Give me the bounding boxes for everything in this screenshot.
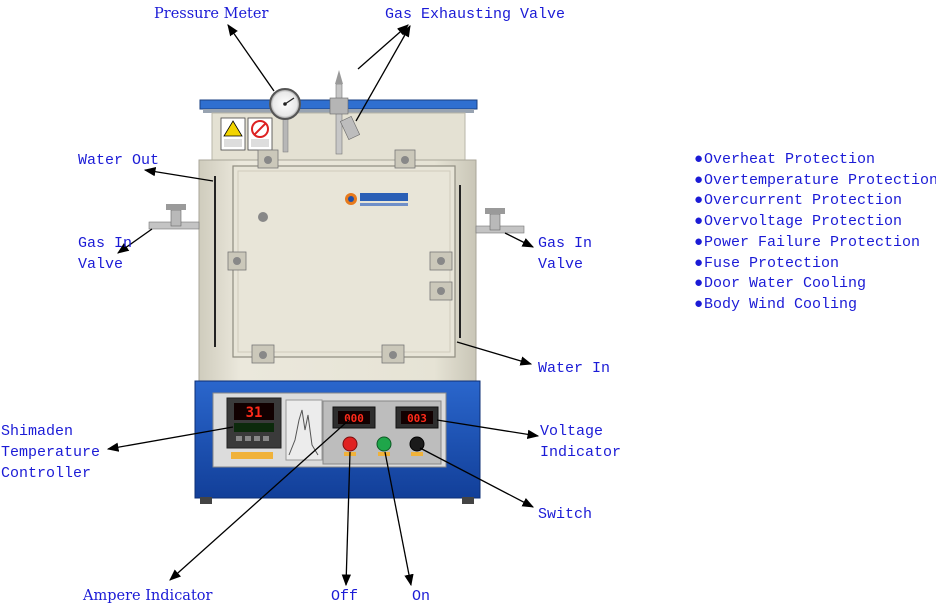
temperature-graph-plate (285, 399, 323, 461)
voltage-arrow (436, 419, 540, 439)
exhaust-arrow-2 (355, 24, 411, 122)
list-item: ●Fuse Protection (694, 254, 840, 272)
power-switch[interactable] (409, 436, 425, 452)
list-item: ●Overheat Protection (694, 151, 876, 168)
bullet-icon: ● (694, 171, 704, 189)
furnace-door (232, 165, 456, 358)
shimaden-controller-label: Shimaden Temperature Controller (1, 423, 101, 482)
bullet-icon: ● (694, 192, 704, 210)
furnace-illustration: 31 000 003 (148, 70, 525, 504)
water-in-label: Water In (538, 360, 611, 377)
temperature-controller: 31 (226, 397, 282, 459)
list-item: ●Overvoltage Protection (694, 213, 903, 231)
bullet-icon: ● (694, 295, 704, 313)
voltage-meter: 003 (395, 406, 439, 429)
controller-arrow (106, 426, 234, 452)
left-gas-valve-icon (148, 204, 200, 230)
pressure-meter-label: Pressure Meter (154, 6, 269, 22)
gas-in-left-arrow (117, 228, 153, 254)
bullet-icon: ● (694, 213, 704, 231)
water-out-label: Water Out (78, 152, 160, 169)
off-arrow (341, 451, 351, 587)
list-item: ●Overtemperature Protection (694, 171, 936, 189)
switch-label: Switch (538, 506, 593, 523)
controller-reading: 31 (246, 405, 263, 421)
bullet-icon: ● (694, 254, 704, 272)
protection-feature-list: ●Overheat Protection ●Overtemperature Pr… (694, 150, 936, 316)
pressure-gauge-icon (269, 88, 301, 153)
off-label: Off (331, 588, 359, 605)
switch-arrow (419, 447, 535, 508)
brand-logo (345, 193, 408, 206)
pressure-meter-arrow (227, 24, 275, 92)
off-button[interactable] (342, 436, 358, 452)
gas-exhausting-valve-label: Gas Exhausting Valve (385, 6, 566, 23)
on-label: On (412, 588, 431, 605)
ampere-arrow (169, 419, 350, 581)
ampere-reading: 000 (344, 412, 364, 425)
ampere-meter: 000 (332, 406, 376, 429)
callout-arrows (106, 24, 540, 587)
water-in-arrow (456, 341, 533, 366)
voltage-reading: 003 (407, 412, 427, 425)
bullet-icon: ● (694, 151, 704, 168)
on-button[interactable] (376, 436, 392, 452)
list-item: ●Door Water Cooling (694, 275, 867, 293)
voltage-indicator-label: Voltage Indicator (540, 423, 622, 461)
ampere-indicator-label: Ampere Indicator (83, 588, 213, 604)
list-item: ●Power Failure Protection (694, 233, 921, 251)
bullet-icon: ● (694, 275, 704, 293)
gas-in-valve-right-label: Gas In Valve (538, 235, 593, 273)
gas-in-right-arrow (504, 232, 535, 248)
water-out-arrow (143, 167, 214, 182)
right-gas-valve-icon (475, 208, 525, 234)
gas-in-valve-left-label: Gas In Valve (78, 235, 133, 273)
list-item: ●Body Wind Cooling (694, 295, 858, 313)
on-arrow (384, 451, 414, 587)
exhaust-valve-icon (329, 70, 361, 155)
exhaust-arrow-1 (357, 24, 409, 70)
list-item: ●Overcurrent Protection (694, 192, 903, 210)
bullet-icon: ● (694, 233, 704, 251)
